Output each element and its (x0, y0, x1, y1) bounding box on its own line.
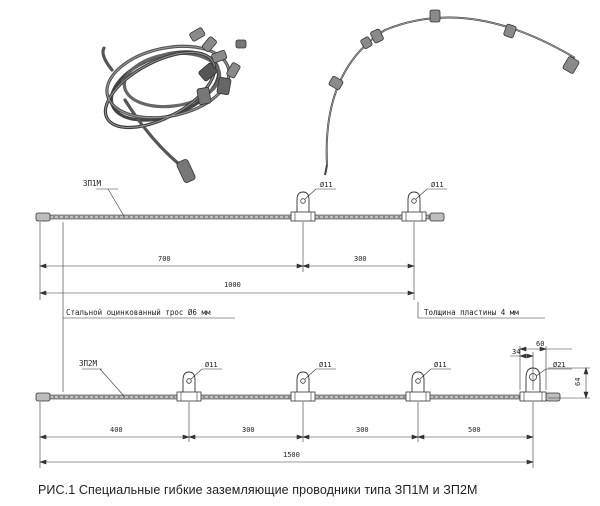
hole-label-zp2m-3: Ø11 (434, 361, 447, 369)
dim-zp1m-300: 300 (354, 255, 367, 263)
dim-plate-64: 64 (574, 378, 582, 386)
zp2m-drawing: Ø11 Ø11 Ø11 Ø21 60 34 64 ЗП2М (35, 340, 590, 468)
cable-note: Стальной оцинкованный трос Ø6 мм (66, 308, 211, 317)
figure-caption: РИС.1 Специальные гибкие заземляющие про… (38, 483, 478, 497)
dim-zp2m-1500: 1500 (283, 451, 300, 459)
notes: Стальной оцинкованный трос Ø6 мм Толщина… (62, 222, 545, 392)
clamp-zp1m-1 (290, 191, 316, 222)
dim-zp1m-1000: 1000 (224, 281, 241, 289)
dim-zp2m-300b: 300 (356, 426, 369, 434)
zp1m-label: ЗП1М (83, 179, 102, 188)
dim-zp1m-700: 700 (158, 255, 171, 263)
dim-zp2m-300a: 300 (242, 426, 255, 434)
dim-plate-60: 60 (536, 340, 544, 348)
hole-label-zp2m-2: Ø11 (319, 361, 332, 369)
hole-label-zp2m-big: Ø21 (553, 361, 566, 369)
hole-label-zp1m-2: Ø11 (431, 181, 444, 189)
zp2m-label: ЗП2М (79, 359, 98, 368)
clamp-zp2m-2 (290, 371, 316, 402)
coiled-cable-photo (101, 27, 247, 183)
dim-zp2m-400: 400 (110, 426, 123, 434)
hole-label-zp2m-1: Ø11 (205, 361, 218, 369)
clamp-zp1m-2 (401, 191, 427, 222)
clamp-zp2m-1 (176, 371, 202, 402)
zp1m-drawing: Ø11 Ø11 ЗП1М 700 300 1000 (35, 179, 447, 300)
dim-plate-34: 34 (512, 348, 520, 356)
hole-label-zp1m-1: Ø11 (320, 181, 333, 189)
arc-cable-photo (324, 9, 580, 176)
dim-zp2m-500: 500 (468, 426, 481, 434)
plate-note: Толщина пластины 4 мм (424, 308, 519, 317)
clamp-zp2m-3 (405, 371, 431, 402)
